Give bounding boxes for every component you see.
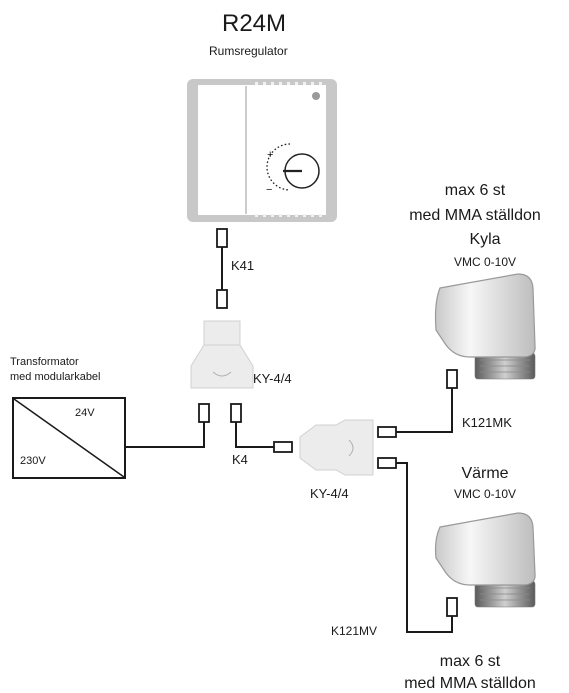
transformer-title-line2: med modularkabel bbox=[10, 371, 101, 383]
heating-signal-label: VMC 0-10V bbox=[453, 487, 517, 501]
cooling-actuator bbox=[434, 273, 536, 380]
cable-label-k4: K4 bbox=[232, 452, 248, 467]
cooling-signal-label: VMC 0-10V bbox=[453, 255, 517, 269]
connectors bbox=[198, 228, 458, 617]
k121mv-plug-end bbox=[446, 597, 458, 617]
splitter-top bbox=[190, 320, 254, 389]
transformer-title-line1: Transformator bbox=[10, 356, 79, 368]
knob-plus-mark: + bbox=[267, 149, 274, 161]
cooling-count-line1: max 6 st bbox=[444, 182, 506, 199]
transformer-voltage-out: 24V bbox=[75, 407, 95, 419]
splitter-label-top: KY-4/4 bbox=[253, 371, 292, 386]
heating-mode-label: Värme bbox=[461, 465, 509, 482]
k121mk-plug-end bbox=[446, 369, 458, 389]
regulator-vent-slots bbox=[255, 82, 322, 217]
setpoint-knob bbox=[266, 143, 320, 191]
cooling-mode-label: Kyla bbox=[469, 231, 501, 248]
cable-label-k121mv: K121MV bbox=[331, 624, 378, 638]
k121mv-plug-start bbox=[377, 457, 397, 469]
splitter-bottom bbox=[299, 419, 374, 476]
transformer-box bbox=[12, 397, 126, 479]
k4-plug-right bbox=[230, 403, 242, 423]
heating-count-line2: med MMA ställdon bbox=[404, 675, 536, 692]
heating-actuator bbox=[434, 512, 536, 608]
splitter-label-bottom: KY-4/4 bbox=[310, 486, 349, 501]
indicator-led bbox=[312, 92, 320, 100]
transformer-voltage-in: 230V bbox=[20, 455, 46, 467]
wiring bbox=[126, 246, 453, 633]
room-regulator bbox=[187, 79, 337, 222]
heating-count-line1: max 6 st bbox=[439, 653, 501, 670]
regulator-subtitle: Rumsregulator bbox=[209, 44, 288, 58]
cable-label-k41: K41 bbox=[231, 258, 255, 273]
cooling-count-line2: med MMA ställdon bbox=[409, 207, 541, 224]
k41-plug-upper bbox=[216, 228, 228, 248]
k41-plug-lower bbox=[216, 289, 228, 309]
k121mk-plug-start bbox=[377, 426, 397, 438]
knob-minus-mark: − bbox=[266, 184, 273, 196]
k4-plug-end bbox=[273, 441, 293, 453]
cable-label-k121mk: K121MK bbox=[462, 415, 512, 430]
k4-plug-left bbox=[198, 403, 210, 423]
regulator-title: R24M bbox=[222, 10, 287, 37]
